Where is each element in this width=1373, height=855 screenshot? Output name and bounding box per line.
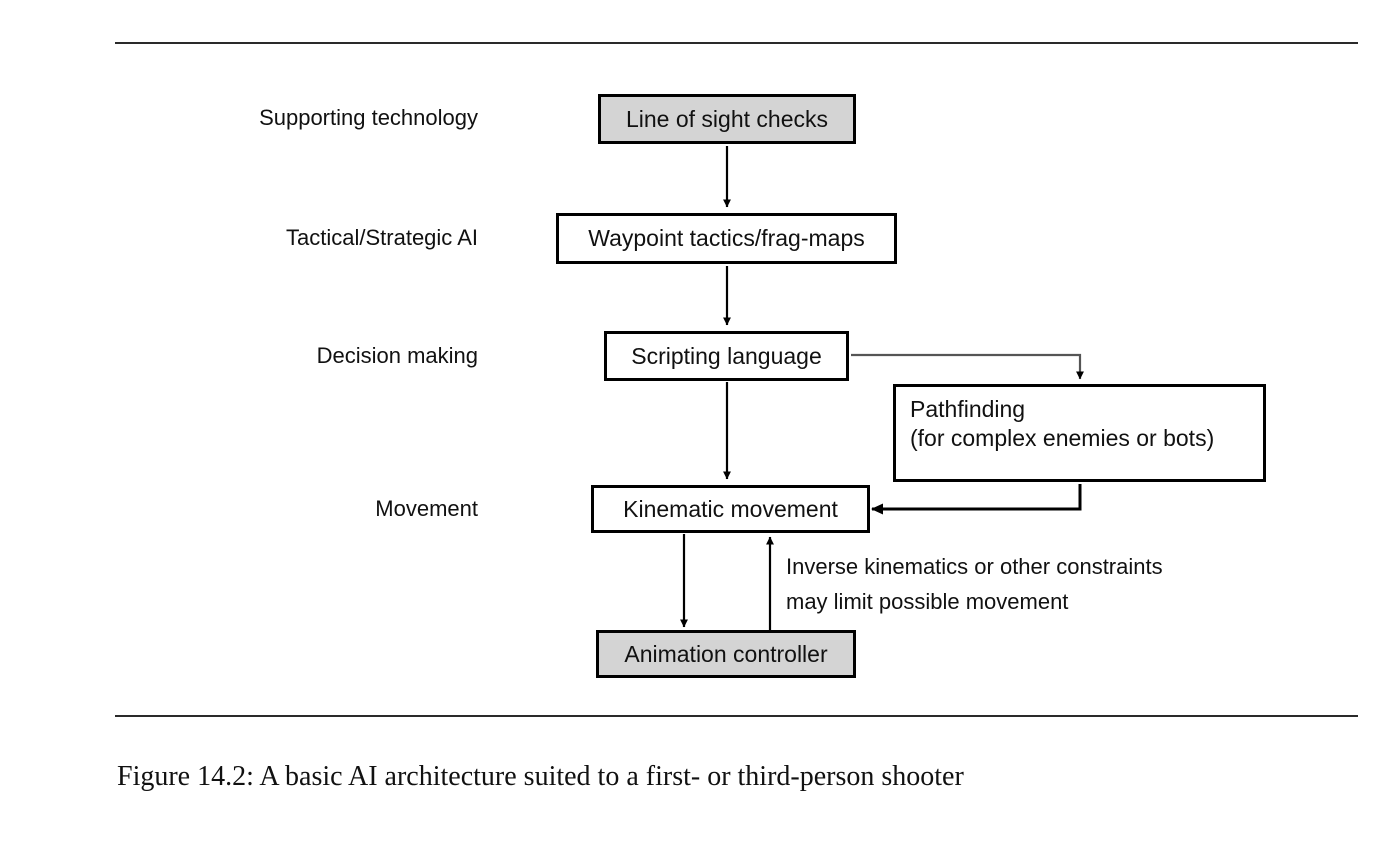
- node-line-of-sight-checks[interactable]: Line of sight checks: [598, 94, 856, 144]
- node-animation-controller[interactable]: Animation controller: [596, 630, 856, 678]
- row-label-supporting-technology: Supporting technology: [259, 105, 478, 130]
- node-pathfinding[interactable]: Pathfinding (for complex enemies or bots…: [893, 384, 1266, 482]
- node-scripting-language[interactable]: Scripting language: [604, 331, 849, 381]
- edge-scripting-to-pathfinding: [851, 353, 1084, 380]
- node-kinematic-movement[interactable]: Kinematic movement: [591, 485, 870, 533]
- bottom-divider-rule: [115, 715, 1358, 717]
- row-label-tactical-strategic-ai: Tactical/Strategic AI: [286, 225, 478, 250]
- edge-pathfinding-to-kinematic: [871, 484, 1082, 515]
- node-waypoint-tactics-frag-maps[interactable]: Waypoint tactics/frag-maps: [556, 213, 897, 264]
- top-divider-rule: [115, 42, 1358, 44]
- row-label-movement: Movement: [375, 496, 478, 521]
- annotation-inverse-kinematics-note: Inverse kinematics or other constraints …: [786, 554, 1163, 614]
- row-label-decision-making: Decision making: [316, 343, 478, 368]
- figure-caption: Figure 14.2: A basic AI architecture sui…: [117, 761, 964, 792]
